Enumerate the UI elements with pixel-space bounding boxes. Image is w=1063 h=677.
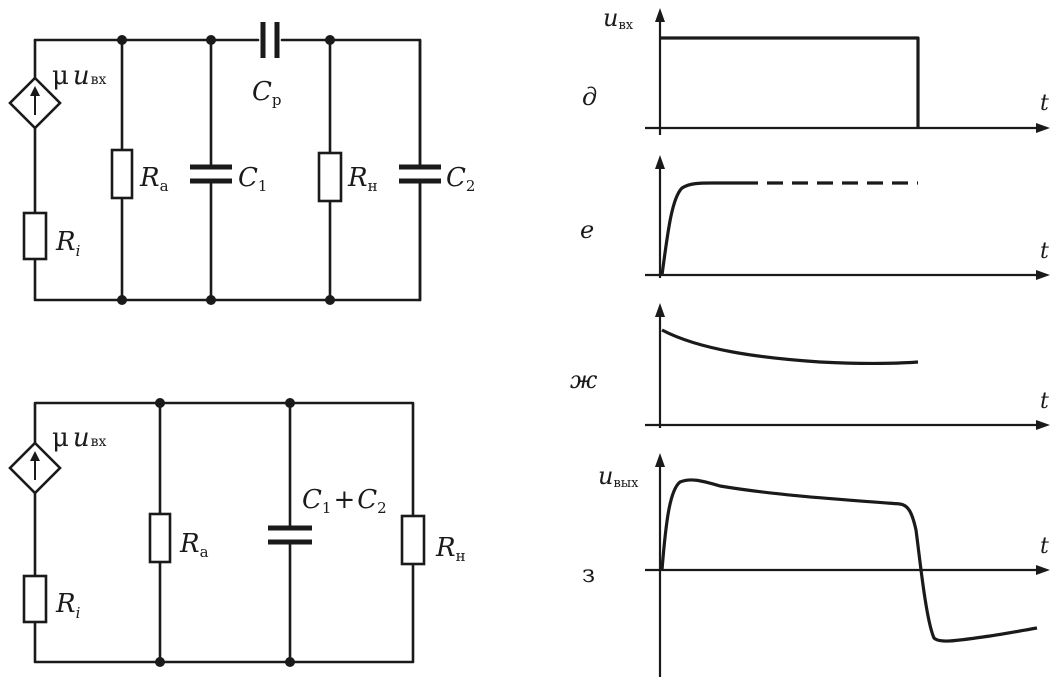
junction-dot xyxy=(117,295,127,305)
panel-label-e: е xyxy=(580,216,594,244)
label-Ra-top: Rа xyxy=(139,163,169,195)
output-curve xyxy=(660,478,1038,643)
label-Ra-bottom: Rа xyxy=(179,529,209,561)
junction-dot xyxy=(325,295,335,305)
graph-z: uвых з t xyxy=(582,453,1050,677)
rise-curve xyxy=(660,181,742,276)
resistor-Rn xyxy=(317,151,343,203)
label-Rn-bottom: Rн xyxy=(435,533,466,565)
junction-dot xyxy=(206,295,216,305)
resistor-Ri xyxy=(22,211,48,261)
label-C2-top: C2 xyxy=(446,163,475,195)
label-C1-plus-C2: C1+C2 xyxy=(302,485,387,517)
capacitor-C2 xyxy=(399,164,441,184)
capacitor-C1 xyxy=(190,164,232,184)
resistor-Rn xyxy=(400,514,426,566)
x-axis-arrow xyxy=(1036,565,1050,575)
panel-label-z: з xyxy=(582,560,595,588)
droop-curve xyxy=(661,328,919,366)
x-axis-arrow xyxy=(1036,420,1050,430)
input-pulse-curve xyxy=(660,36,920,128)
x-label-t: t xyxy=(1040,91,1049,116)
y-axis-arrow xyxy=(655,8,665,22)
dependent-source xyxy=(8,76,62,130)
capacitor-C1-plus-C2 xyxy=(268,525,312,545)
y-axis-arrow xyxy=(655,303,665,317)
junction-dot xyxy=(285,657,295,667)
junction-dot xyxy=(117,35,127,45)
resistor-Ra xyxy=(110,148,134,200)
label-Ri-bottom: Ri xyxy=(55,589,81,622)
graph-zh: ж t xyxy=(570,303,1050,430)
resistor-Ra xyxy=(148,512,172,564)
y-axis-arrow xyxy=(655,453,665,467)
dependent-source xyxy=(8,441,62,495)
junction-dot xyxy=(155,398,165,408)
junction-dot xyxy=(285,398,295,408)
label-Cp: Cр xyxy=(252,77,282,109)
y-label-uvyx: uвых xyxy=(598,462,639,491)
junction-dot xyxy=(325,35,335,45)
label-Ri-top: Ri xyxy=(55,227,81,260)
graph-d: uвх д t xyxy=(582,4,1050,135)
panel-label-d: д xyxy=(582,83,597,111)
graphs: uвх д t е t ж t xyxy=(570,4,1050,677)
label-C1-top: C1 xyxy=(238,163,267,195)
x-axis-arrow xyxy=(1036,270,1050,280)
x-label-t: t xyxy=(1040,239,1049,264)
junction-dot xyxy=(206,35,216,45)
capacitor-Cp xyxy=(260,22,280,58)
y-label-uvx: uвх xyxy=(603,4,634,33)
label-Rn-top: Rн xyxy=(347,163,378,195)
graph-e: е t xyxy=(580,155,1050,280)
panel-label-zh: ж xyxy=(570,366,598,394)
x-axis-arrow xyxy=(1036,123,1050,133)
y-axis-arrow xyxy=(655,155,665,169)
x-label-t: t xyxy=(1040,389,1049,414)
resistor-Ri xyxy=(22,574,48,624)
junction-dot xyxy=(155,657,165,667)
x-label-t: t xyxy=(1040,534,1049,559)
